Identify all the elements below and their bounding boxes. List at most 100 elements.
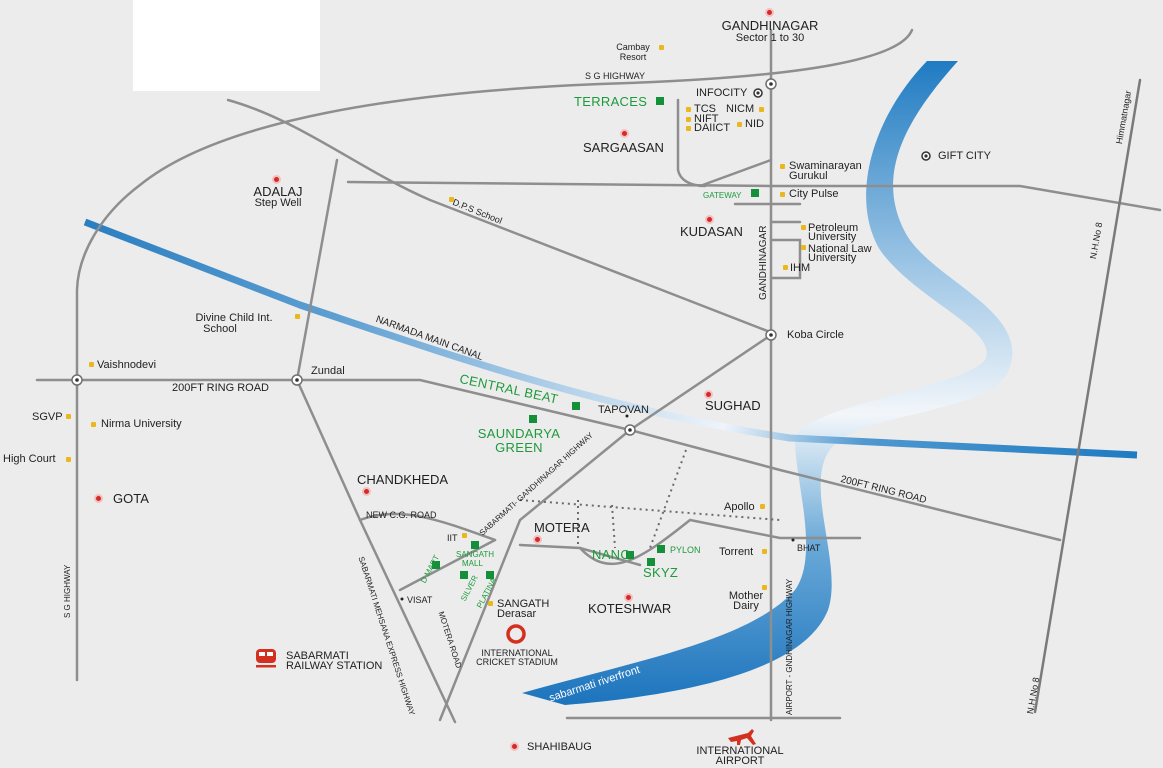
label-kudasan: KUDASAN [680, 224, 743, 239]
dot-icon [801, 245, 806, 250]
project-square-icon [471, 541, 479, 549]
project-square-icon [529, 415, 537, 423]
dot-icon [686, 126, 691, 131]
label-gota: GOTA [113, 491, 149, 506]
label-sector: Sector 1 to 30 [735, 32, 805, 44]
label-stadium-2: CRICKET STADIUM [476, 657, 558, 667]
road-dotted-1 [519, 499, 781, 521]
project-square-icon [656, 97, 664, 105]
label-gift-city: GIFT CITY [938, 150, 991, 162]
road-swami [698, 158, 773, 188]
label-high-court: High Court [3, 453, 56, 465]
dot-icon [762, 549, 767, 554]
dot-icon [737, 122, 742, 127]
label-sangath-derasar-1: SANGATH [497, 598, 550, 610]
dot-icon [759, 107, 764, 112]
narmada-canal [83, 218, 1138, 459]
project-square-icon [460, 571, 468, 579]
label-koteshwar: KOTESHWAR [588, 601, 672, 616]
label-nift: NIFT [694, 113, 719, 125]
label-nid: NID [745, 118, 764, 130]
dot-icon [659, 45, 664, 50]
label-stadium-1: INTERNATIONAL [481, 648, 553, 658]
label-tcs: TCS [694, 103, 716, 115]
label-petroleum-2: University [808, 231, 857, 243]
label-mother-1: Mother [728, 590, 764, 602]
airplane-icon [728, 729, 756, 745]
label-koba-circle: Koba Circle [787, 329, 844, 341]
label-airport-highway: AIRPORT - GNDHINAGAR HIGHWAY [785, 578, 794, 715]
label-city-pulse: City Pulse [789, 188, 839, 200]
road-new-cg [358, 512, 497, 542]
dot-icon [760, 504, 765, 509]
label-infocity: INFOCITY [696, 87, 748, 99]
road-dotted-4 [649, 449, 687, 549]
dot-icon [89, 362, 94, 367]
stadium-icon [506, 624, 526, 644]
project-square-icon [486, 571, 494, 579]
label-nlu-1: National Law [808, 243, 872, 255]
label-sgvp: SGVP [32, 411, 63, 423]
label-chandkheda: CHANDKHEDA [357, 472, 449, 487]
sabarmati-river [522, 61, 1013, 705]
label-divine-1: Divine Child Int. [195, 312, 273, 324]
road-ring-right [628, 428, 1062, 542]
road-nh8 [1033, 78, 1142, 714]
pin-icon [624, 593, 633, 602]
project-square-icon [432, 561, 440, 569]
label-daiict: DAIICT [694, 122, 731, 134]
dot-icon [801, 225, 806, 230]
pin-icon [94, 494, 103, 503]
pin-icon [510, 742, 519, 751]
pin-icon [272, 175, 281, 184]
dot-icon [783, 265, 788, 270]
label-visat: VISAT [407, 595, 433, 605]
label-tapovan: TAPOVAN [598, 404, 649, 416]
label-sangath-derasar-2: Derasar [497, 608, 537, 620]
pin-icon [704, 390, 713, 399]
label-gandhinagar-road: GANDHINAGAR [758, 225, 769, 300]
label-terraces: TERRACES [574, 94, 648, 109]
dot-icon [462, 533, 467, 538]
dot-icon [686, 107, 691, 112]
label-saundarya-2: GREEN [495, 440, 543, 455]
label-divine-2: School [203, 323, 237, 335]
label-iit: IIT [447, 533, 458, 543]
label-nicm: NICM [726, 103, 755, 115]
label-adalaj-2: Step Well [254, 197, 302, 209]
project-square-icon [626, 551, 634, 559]
label-sabarmati-station-2: RAILWAY STATION [286, 660, 383, 672]
dot-icon [780, 192, 785, 197]
label-swaminarayan-2: Gurukul [789, 170, 828, 182]
road-dotted-3 [611, 504, 616, 549]
label-cambay-1: Cambay [616, 42, 650, 52]
label-torrent: Torrent [719, 546, 754, 558]
label-petroleum-1: Petroleum [808, 222, 859, 234]
project-square-icon [657, 545, 665, 553]
label-gateway: GATEWAY [703, 191, 742, 200]
project-square-icon [572, 402, 580, 410]
dot-icon [449, 197, 454, 202]
pin-icon [533, 535, 542, 544]
label-apollo: Apollo [724, 501, 755, 513]
road-ring-left [35, 378, 632, 432]
road-lower-3 [578, 546, 642, 567]
dot-icon [780, 164, 785, 169]
label-sangath-mall-2: MALL [462, 559, 483, 568]
label-pylon: PYLON [670, 545, 701, 555]
road-ihm [769, 238, 802, 280]
project-square-icon [751, 189, 759, 197]
train-icon [256, 649, 276, 668]
label-nlu-2: University [808, 252, 857, 264]
label-zundal: Zundal [311, 365, 345, 377]
road-sg-highway [75, 28, 914, 682]
label-skyz: SKYZ [643, 565, 679, 580]
label-airport-1: INTERNATIONAL [696, 745, 784, 757]
label-nirma: Nirma University [101, 418, 182, 430]
label-ring-road-left: 200FT RING ROAD [172, 382, 269, 394]
dot-icon [66, 414, 71, 419]
road-upper-horizontal [346, 180, 1162, 212]
road-cg-highway [438, 333, 773, 722]
road-upper-diagonal [226, 98, 772, 334]
